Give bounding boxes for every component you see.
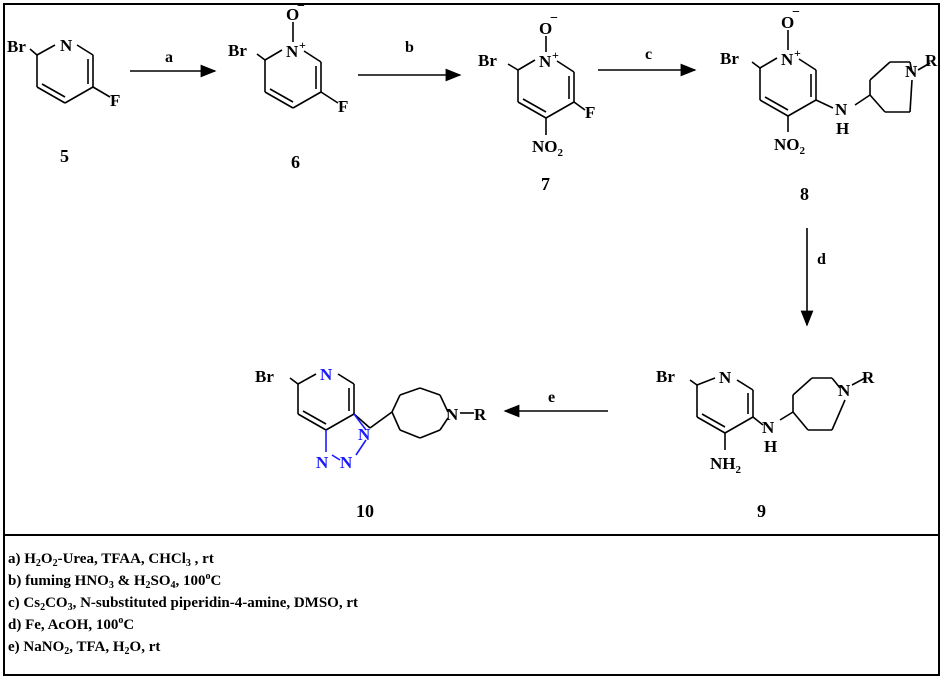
condition-b-part: o <box>205 571 211 582</box>
atom-n-pip-10: N <box>446 405 459 424</box>
condition-d-part: C <box>123 617 135 633</box>
compound-10-structure <box>289 373 474 439</box>
condition-b-part: 2 <box>145 580 151 591</box>
condition-b-part: SO <box>150 573 171 589</box>
atom-nh-h-9: H <box>764 437 777 456</box>
condition-d: d) Fe, AcOH, 100oC <box>8 614 908 636</box>
condition-a-part: 3 <box>185 558 191 569</box>
compound-label-6: 6 <box>291 152 300 172</box>
atom-nh-n-8: N <box>835 100 848 119</box>
atom-nh-h-8: H <box>836 119 849 138</box>
step-label-e: e <box>548 389 555 406</box>
condition-c-part: 2 <box>40 602 46 613</box>
step-label-c: c <box>645 46 652 63</box>
atom-br-7: Br <box>478 51 497 70</box>
atom-f-6: F <box>338 97 348 116</box>
atom-n-5: N <box>60 36 73 55</box>
nitro-7: NO2 <box>532 137 564 159</box>
atom-o-6: O <box>286 5 299 24</box>
condition-b-part: 4 <box>170 580 176 591</box>
condition-a-part: , rt <box>190 551 214 567</box>
atom-plus-7: + <box>552 48 559 62</box>
conditions-divider <box>3 534 940 536</box>
condition-e-part: , TFA, H <box>69 639 125 655</box>
atom-n2-10: N <box>340 453 353 472</box>
condition-b-part: 3 <box>108 580 114 591</box>
condition-a: a) H2O2-Urea, TFAA, CHCl3 , rt <box>8 548 908 570</box>
condition-b-part: & H <box>113 573 146 589</box>
condition-c-part: c) Cs <box>8 595 41 611</box>
atom-br-5: Br <box>7 37 26 56</box>
condition-b-part: b) fuming HNO <box>8 573 109 589</box>
step-label-b: b <box>405 39 414 56</box>
condition-d-part: o <box>118 615 124 626</box>
condition-c-part: 3 <box>67 602 73 613</box>
compound-label-10: 10 <box>356 501 374 521</box>
atom-n3-10: N <box>316 453 329 472</box>
atom-minus-8: − <box>792 5 800 20</box>
atom-o-8: O <box>781 13 794 32</box>
condition-a-part: a) H <box>8 551 36 567</box>
compound-8-structure <box>751 30 931 132</box>
atom-minus-6: − <box>297 0 305 14</box>
nitro-8: NO2 <box>774 135 806 157</box>
step-label-d: d <box>817 251 826 268</box>
atom-plus-6: + <box>299 38 306 52</box>
condition-a-part: 2 <box>52 558 58 569</box>
condition-a-part: -Urea, TFAA, CHCl <box>57 551 186 567</box>
atom-n1-10: N <box>358 425 371 444</box>
nh2-9: NH2 <box>710 454 742 476</box>
compound-label-8: 8 <box>800 184 809 204</box>
atom-n-6: N <box>286 42 299 61</box>
condition-a-part: 2 <box>35 558 41 569</box>
condition-c-part: , N-substituted piperidin-4-amine, DMSO,… <box>72 595 359 611</box>
atom-n-pip-8: N <box>905 62 918 81</box>
atom-n-7: N <box>539 52 552 71</box>
atom-n-9: N <box>719 368 732 387</box>
atom-f-5: F <box>110 91 120 110</box>
atom-r-10: R <box>474 405 487 424</box>
condition-b-part: C <box>210 573 222 589</box>
atom-minus-7: − <box>550 11 558 26</box>
triazole-ring <box>325 413 367 461</box>
atom-f-7: F <box>585 103 595 122</box>
condition-c-part: CO <box>45 595 68 611</box>
condition-e-part: O, rt <box>129 639 161 655</box>
atom-br-10: Br <box>255 367 274 386</box>
compound-label-5: 5 <box>60 146 69 166</box>
condition-e-part: e) NaNO <box>8 639 65 655</box>
atom-br-8: Br <box>720 49 739 68</box>
compound-6-structure <box>256 22 339 109</box>
reaction-scheme: Br N F Br N + O − F Br N + O − F NO2 Br … <box>7 0 938 521</box>
condition-e-part: 2 <box>124 646 130 657</box>
condition-b: b) fuming HNO3 & H2SO4, 100oC <box>8 570 908 592</box>
step-label-a: a <box>165 49 173 66</box>
atom-n-8: N <box>781 50 794 69</box>
condition-e-part: 2 <box>64 646 70 657</box>
atom-r-9: R <box>862 368 875 387</box>
condition-b-part: , 100 <box>175 573 206 589</box>
condition-a-part: O <box>40 551 53 567</box>
compound-9-structure <box>689 377 866 450</box>
atom-br-9: Br <box>656 367 675 386</box>
atom-o-7: O <box>539 19 552 38</box>
compound-5-structure <box>29 44 111 104</box>
compound-7-structure <box>507 36 586 135</box>
scheme-frame <box>3 3 940 676</box>
atom-br-6: Br <box>228 41 247 60</box>
compound-label-7: 7 <box>541 174 550 194</box>
atom-r-8: R <box>925 51 938 70</box>
condition-c: c) Cs2CO3, N-substituted piperidin-4-ami… <box>8 592 908 614</box>
compound-label-9: 9 <box>757 501 766 521</box>
atom-n-pyr-10: N <box>320 365 333 384</box>
atom-nh-n-9: N <box>762 418 775 437</box>
atom-n-pip-9: N <box>838 381 851 400</box>
condition-e: e) NaNO2, TFA, H2O, rt <box>8 636 908 658</box>
atom-plus-8: + <box>794 46 801 60</box>
condition-d-part: d) Fe, AcOH, 100 <box>8 617 119 633</box>
